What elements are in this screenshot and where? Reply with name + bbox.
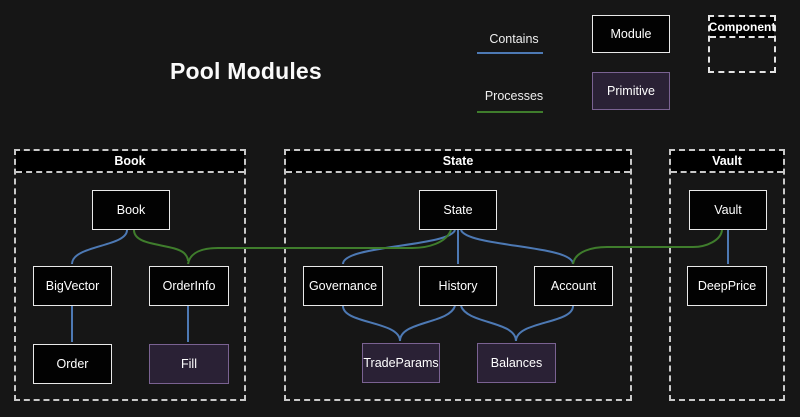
node-order: Order: [33, 344, 112, 384]
legend-component-box: Component: [708, 15, 776, 73]
page-title: Pool Modules: [170, 58, 322, 85]
node-governance: Governance: [303, 266, 383, 306]
node-balances: Balances: [477, 343, 556, 383]
node-orderinfo: OrderInfo: [149, 266, 229, 306]
node-bigvector: BigVector: [33, 266, 112, 306]
node-state: State: [419, 190, 497, 230]
node-vault: Vault: [689, 190, 767, 230]
container-vault-header: Vault: [671, 151, 783, 173]
node-history: History: [419, 266, 497, 306]
legend-module-box: Module: [592, 15, 670, 53]
legend-processes-label: Processes: [470, 89, 558, 103]
container-state-header: State: [286, 151, 630, 173]
legend-primitive-box: Primitive: [592, 72, 670, 110]
container-book-header: Book: [16, 151, 244, 173]
node-deepprice: DeepPrice: [687, 266, 767, 306]
legend-contains-label: Contains: [470, 32, 558, 46]
node-book: Book: [92, 190, 170, 230]
node-account: Account: [534, 266, 613, 306]
node-tradeparams: TradeParams: [362, 343, 440, 383]
node-fill: Fill: [149, 344, 229, 384]
legend-component-label: Component: [710, 17, 774, 38]
